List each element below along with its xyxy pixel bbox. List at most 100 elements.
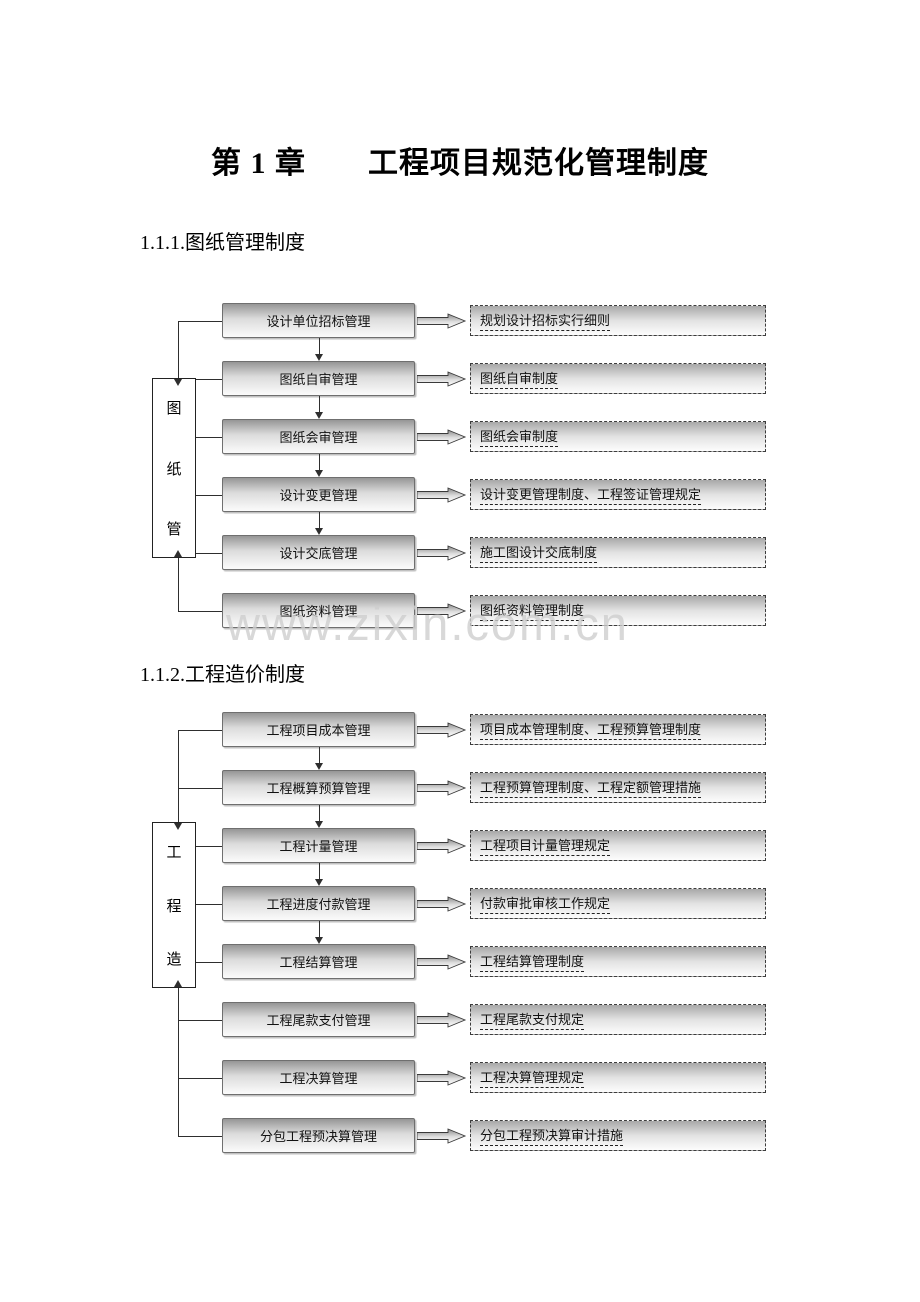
side-label-char: 纸 [166,461,182,478]
connector [196,552,222,554]
connector [196,845,222,847]
document-box-label: 工程决算管理规定 [480,1067,585,1088]
block-arrow-icon [416,486,467,503]
document-box: 图纸资料管理制度 [470,595,766,626]
flow-arrow-stem [318,921,320,937]
connector [196,436,222,438]
document-box-label: 分包工程预决算审计措施 [480,1125,624,1146]
flow-arrowhead-down-icon [314,412,323,419]
document-box: 工程结算管理制度 [470,946,766,977]
document-box-label: 图纸资料管理制度 [480,600,585,621]
connector [178,729,222,731]
connector [178,610,222,612]
block-arrow-icon [416,544,467,561]
document-box-label: 工程尾款支付规定 [480,1009,585,1030]
flow-arrow-stem [318,338,320,354]
side-label-char: 管 [166,522,182,538]
document-box: 分包工程预决算审计措施 [470,1120,766,1151]
process-box-label: 图纸会审管理 [279,430,358,445]
side-label-char: 程 [166,898,182,915]
connector [196,903,222,905]
document-box: 规划设计招标实行细则 [470,305,766,336]
flow-arrowhead-down-icon [314,879,323,886]
block-arrow-icon [416,312,467,329]
document-box: 工程尾款支付规定 [470,1004,766,1035]
process-box: 分包工程预决算管理 [222,1118,415,1153]
process-box-label: 工程决算管理 [279,1071,358,1086]
document-box-label: 施工图设计交底制度 [480,542,598,563]
connector [178,1135,222,1137]
document-box-label: 规划设计招标实行细则 [480,310,611,331]
connector [178,787,222,789]
block-arrow-icon [416,721,467,738]
flow-arrowhead-down-icon [314,821,323,828]
document-box-label: 图纸会审制度 [480,426,559,447]
document-box: 工程预算管理制度、工程定额管理措施 [470,772,766,803]
document-box: 项目成本管理制度、工程预算管理制度 [470,714,766,745]
block-arrow-icon [416,428,467,445]
flow-arrow-stem [318,396,320,412]
flow-arrow-stem [318,805,320,821]
document-box: 图纸会审制度 [470,421,766,452]
process-box: 设计单位招标管理 [222,303,415,338]
connector [178,320,222,322]
connector [178,1019,222,1021]
process-box: 工程计量管理 [222,828,415,863]
connector [178,1077,222,1079]
flow-arrowhead-down-icon [314,763,323,770]
process-box-label: 设计交底管理 [279,546,358,561]
process-box-label: 工程计量管理 [279,839,358,854]
process-box-label: 工程项目成本管理 [266,723,371,738]
flow-arrowhead-down-icon [314,937,323,944]
cost-management-diagram: 工程项目成本管理 项目成本管理制度、工程预算管理制度工程概算预算管理 工程预算管理制… [140,712,785,1162]
process-box-label: 图纸资料管理 [279,604,358,619]
flow-arrowhead-down-icon [314,528,323,535]
flow-arrow-stem [318,454,320,470]
block-arrow-icon [416,779,467,796]
side-arrowhead-down-icon [174,379,182,386]
process-box-label: 图纸自审管理 [279,372,358,387]
process-box-label: 设计变更管理 [279,488,358,503]
process-box: 工程结算管理 [222,944,415,979]
chapter-title: 第 1 章 工程项目规范化管理制度 [211,147,709,180]
process-box-label: 设计单位招标管理 [266,314,371,329]
section-heading-cost: 1.1.2.工程造价制度 [140,664,305,686]
side-label-box: 图纸管 [152,378,196,558]
document-box: 施工图设计交底制度 [470,537,766,568]
block-arrow-icon [416,1127,467,1144]
connector [196,494,222,496]
document-box-label: 设计变更管理制度、工程签证管理规定 [480,484,702,505]
document-box: 图纸自审制度 [470,363,766,394]
process-box: 设计交底管理 [222,535,415,570]
block-arrow-icon [416,602,467,619]
document-box-label: 付款审批审核工作规定 [480,893,611,914]
side-label-box: 工程造 [152,822,196,988]
flow-arrowhead-down-icon [314,470,323,477]
block-arrow-icon [416,1011,467,1028]
flow-arrow-stem [318,512,320,528]
flow-arrow-stem [318,863,320,879]
block-arrow-icon [416,837,467,854]
process-box-label: 工程尾款支付管理 [266,1013,371,1028]
block-arrow-icon [416,370,467,387]
document-box-label: 图纸自审制度 [480,368,559,389]
process-box: 图纸自审管理 [222,361,415,396]
process-box: 工程进度付款管理 [222,886,415,921]
side-arrowhead-down-icon [174,823,182,830]
connector [196,961,222,963]
side-label-char: 工 [166,845,182,861]
process-box: 工程概算预算管理 [222,770,415,805]
process-box: 工程项目成本管理 [222,712,415,747]
document-box: 工程决算管理规定 [470,1062,766,1093]
flow-arrow-stem [318,747,320,763]
document-box-label: 工程预算管理制度、工程定额管理措施 [480,777,702,798]
process-box-label: 工程进度付款管理 [266,897,371,912]
document-box: 工程项目计量管理规定 [470,830,766,861]
connector [196,378,222,380]
document-box: 付款审批审核工作规定 [470,888,766,919]
block-arrow-icon [416,895,467,912]
side-label-char: 造 [166,952,182,968]
block-arrow-icon [416,1069,467,1086]
side-arrowhead-up-icon [174,550,182,557]
